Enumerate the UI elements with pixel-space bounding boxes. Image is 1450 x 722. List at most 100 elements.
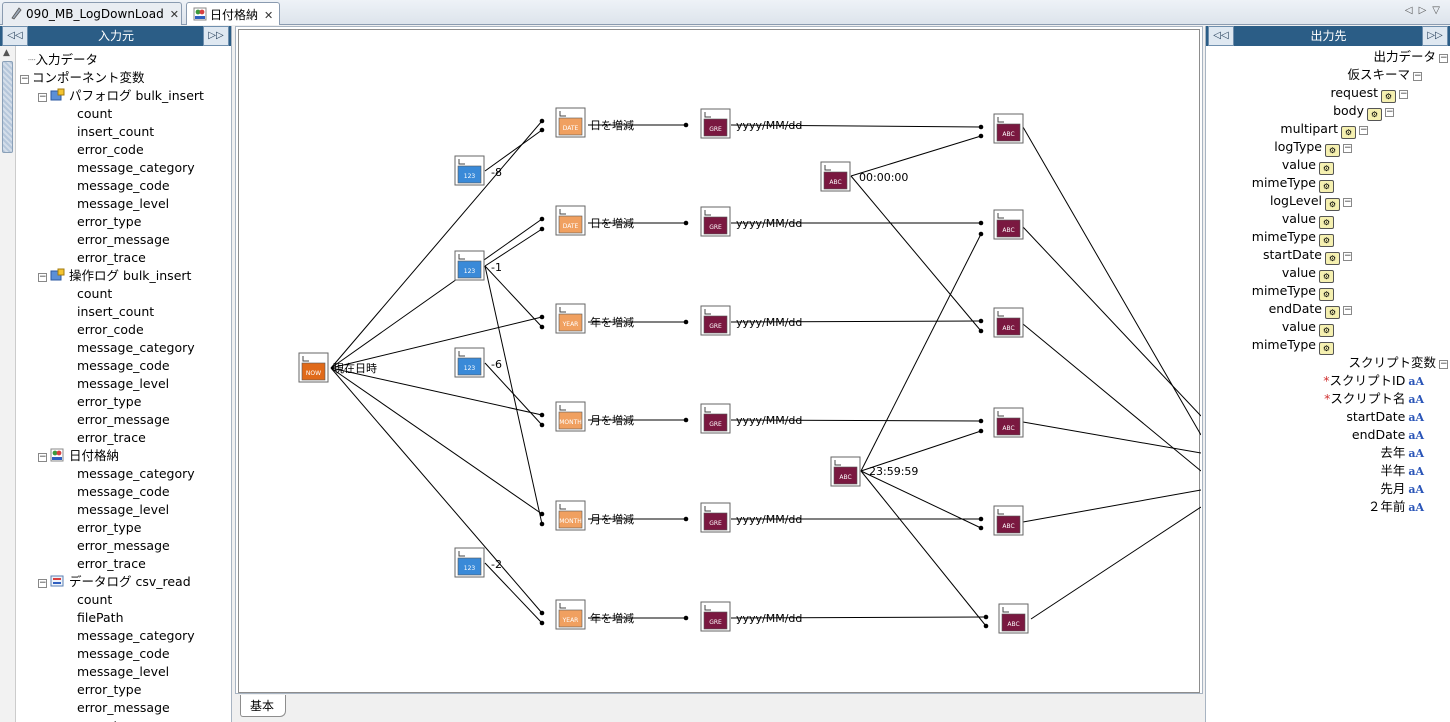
collapse-icon[interactable]: − (1413, 71, 1422, 81)
collapse-icon[interactable]: − (38, 578, 47, 588)
tree-item[interactable]: error_trace (77, 555, 146, 573)
output-tree-item[interactable]: body⚙− (1333, 102, 1394, 121)
date-format-node[interactable]: GRE (700, 601, 731, 632)
tree-item[interactable]: message_code (77, 645, 170, 663)
collapse-icon[interactable]: − (38, 452, 47, 462)
collapse-icon[interactable]: − (1385, 107, 1394, 117)
output-tree-item[interactable]: mimeType⚙ (1252, 282, 1334, 301)
output-tree-item[interactable]: 仮スキーマ− (1347, 66, 1422, 84)
scroll-up-icon[interactable]: ▲ (3, 48, 10, 58)
collapse-icon[interactable]: − (38, 92, 47, 102)
chevron-left-icon[interactable]: ◁ (1404, 5, 1419, 16)
collapse-icon[interactable]: − (38, 272, 47, 282)
concat-node[interactable]: ABC (993, 307, 1024, 338)
date-add-node[interactable]: DATE (555, 107, 586, 138)
tab-logdownload[interactable]: 090_MB_LogDownLoad✕ (2, 2, 182, 25)
tab-date-store[interactable]: 日付格納✕ (186, 2, 280, 25)
tree-item[interactable]: error_code (77, 321, 144, 339)
tree-item[interactable]: message_code (77, 357, 170, 375)
chevron-down-icon[interactable]: ▽ (1432, 5, 1446, 16)
tree-item[interactable]: error_code (77, 141, 144, 159)
vertical-scrollbar[interactable]: ▲ (0, 46, 16, 722)
collapse-left-button[interactable]: ◁◁ (2, 26, 28, 46)
tree-item[interactable]: error_type (77, 519, 141, 537)
number-constant-node[interactable]: 123 (454, 547, 485, 578)
tree-item[interactable]: insert_count (77, 303, 154, 321)
concat-node[interactable]: ABC (993, 113, 1024, 144)
output-tree-item[interactable]: request⚙− (1330, 84, 1408, 103)
output-tree-item[interactable]: value⚙ (1282, 156, 1334, 175)
date-format-node[interactable]: GRE (700, 108, 731, 139)
tree-item[interactable]: error_message (77, 537, 170, 555)
tree-item[interactable]: message_category (77, 627, 195, 645)
date-format-node[interactable]: GRE (700, 403, 731, 434)
output-tree-item[interactable]: 出力データ− (1373, 48, 1448, 66)
output-tree-item[interactable]: logLevel⚙− (1270, 192, 1352, 211)
close-icon[interactable]: ✕ (169, 8, 179, 21)
tree-item[interactable]: −データログ csv_read (38, 573, 191, 591)
date-format-node[interactable]: GRE (700, 305, 731, 336)
number-constant-node[interactable]: 123 (454, 250, 485, 281)
output-tree-item[interactable]: value⚙ (1282, 264, 1334, 283)
tree-item[interactable]: −パフォログ bulk_insert (38, 87, 204, 105)
date-format-node[interactable]: GRE (700, 502, 731, 533)
tree-item[interactable]: count (77, 105, 112, 123)
date-add-node[interactable]: YEAR (555, 599, 586, 630)
scrollbar-thumb[interactable] (2, 61, 13, 153)
date-format-node[interactable]: GRE (700, 206, 731, 237)
collapse-icon[interactable]: − (1439, 359, 1448, 369)
tree-item[interactable]: message_level (77, 663, 169, 681)
time-constant-node[interactable]: ABC (830, 456, 861, 487)
date-add-node[interactable]: DATE (555, 205, 586, 236)
chevron-right-icon[interactable]: ▷ (1418, 5, 1433, 16)
tree-item[interactable]: message_level (77, 501, 169, 519)
output-tree-item[interactable]: mimeType⚙ (1252, 336, 1334, 355)
tree-item[interactable]: error_message (77, 231, 170, 249)
output-tree-item[interactable]: mimeType⚙ (1252, 174, 1334, 193)
tree-item[interactable]: error_trace (77, 717, 146, 722)
time-constant-node[interactable]: ABC (820, 161, 851, 192)
expand-right-button[interactable]: ▷▷ (1422, 26, 1448, 46)
tree-item[interactable]: error_message (77, 411, 170, 429)
current-datetime-node[interactable]: NOW (298, 352, 329, 383)
tree-item[interactable]: error_message (77, 699, 170, 717)
collapse-left-button[interactable]: ◁◁ (1208, 26, 1234, 46)
output-tree-item[interactable]: value⚙ (1282, 318, 1334, 337)
concat-node[interactable]: ABC (993, 407, 1024, 438)
tree-item[interactable]: −コンポーネント変数 (20, 69, 145, 87)
tree-item[interactable]: error_type (77, 213, 141, 231)
output-tree-item[interactable]: endDate⚙− (1269, 300, 1352, 319)
tree-item[interactable]: error_trace (77, 429, 146, 447)
tab-basic[interactable]: 基本 (240, 695, 286, 717)
tree-item[interactable]: insert_count (77, 123, 154, 141)
tree-item[interactable]: message_category (77, 339, 195, 357)
tree-item[interactable]: filePath (77, 609, 124, 627)
tree-item[interactable]: message_level (77, 375, 169, 393)
tree-item[interactable]: message_code (77, 177, 170, 195)
expand-right-button[interactable]: ▷▷ (203, 26, 229, 46)
close-icon[interactable]: ✕ (264, 9, 274, 22)
collapse-icon[interactable]: − (1439, 53, 1448, 63)
number-constant-node[interactable]: 123 (454, 347, 485, 378)
tree-item[interactable]: count (77, 591, 112, 609)
date-add-node[interactable]: MONTH (555, 500, 586, 531)
tree-item[interactable]: message_level (77, 195, 169, 213)
output-tree-item[interactable]: スクリプト変数− (1348, 354, 1448, 372)
tree-item[interactable]: error_type (77, 681, 141, 699)
concat-node[interactable]: ABC (998, 603, 1029, 634)
date-add-node[interactable]: MONTH (555, 401, 586, 432)
concat-node[interactable]: ABC (993, 209, 1024, 240)
collapse-icon[interactable]: − (1343, 251, 1352, 261)
tree-item[interactable]: −日付格納 (38, 447, 119, 465)
collapse-icon[interactable]: − (20, 74, 29, 84)
tree-item[interactable]: count (77, 285, 112, 303)
tree-item[interactable]: message_category (77, 465, 195, 483)
